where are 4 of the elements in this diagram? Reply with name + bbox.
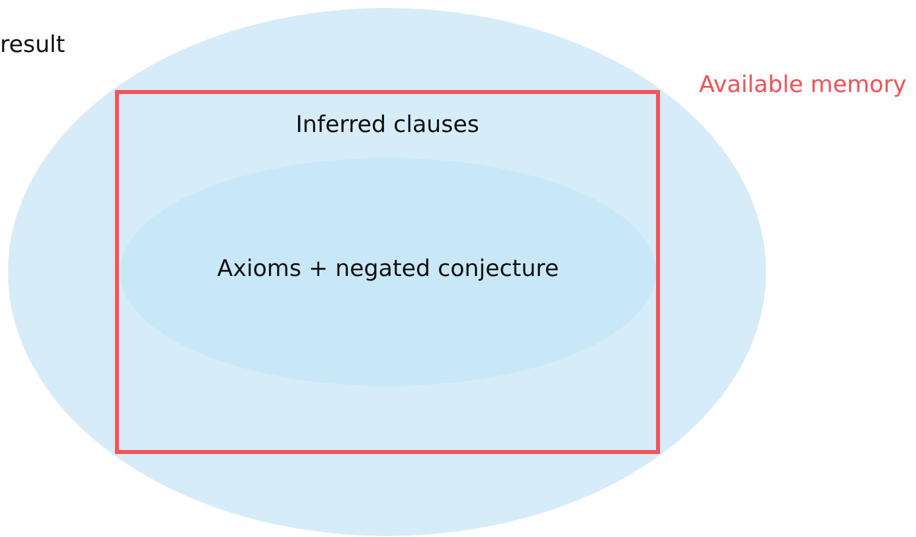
set-label: Available memory (699, 72, 907, 98)
set-label: Inferred clauses (294, 112, 480, 138)
note-text: result (0, 32, 66, 58)
set-label: Axioms + negated conjecture (216, 256, 560, 282)
